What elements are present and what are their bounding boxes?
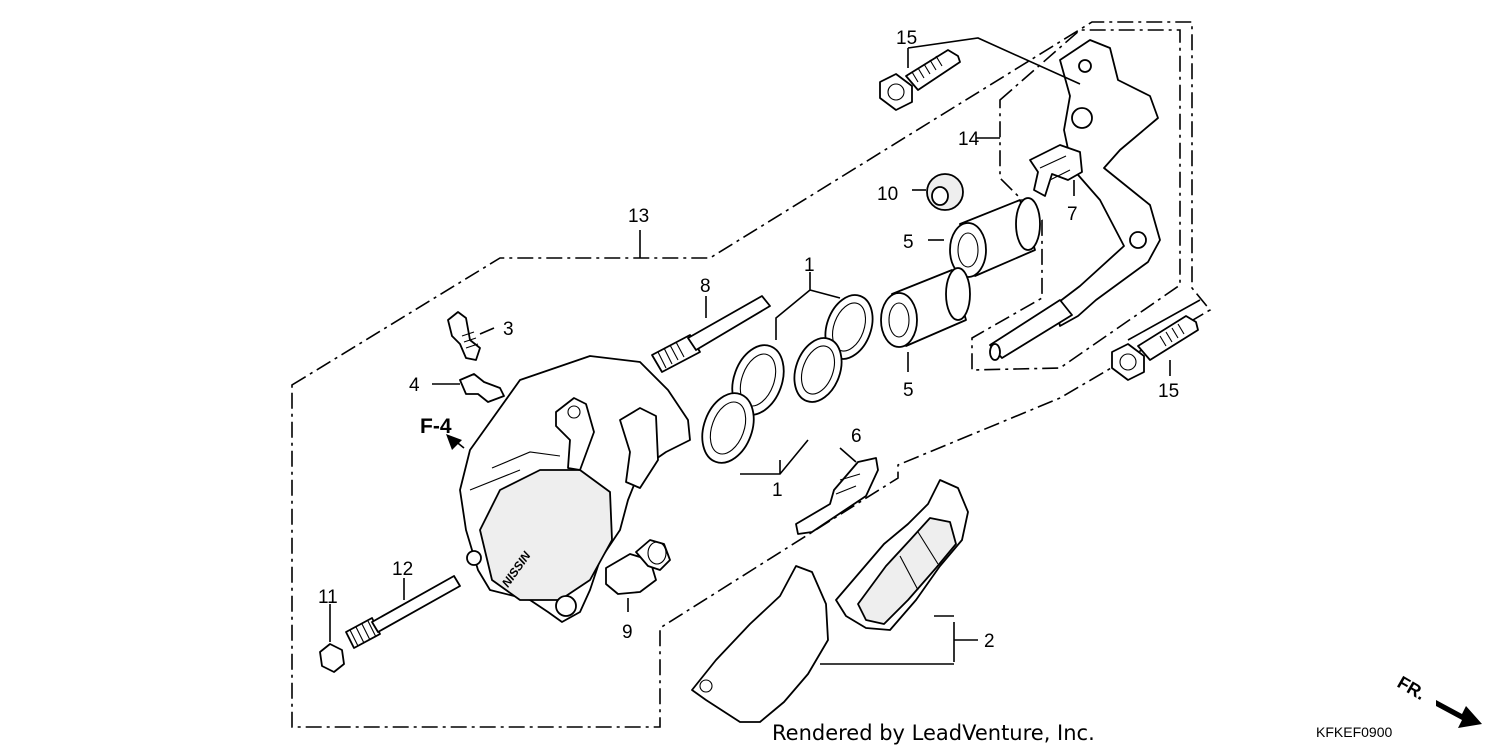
render-credit: Rendered by LeadVenture, Inc. [772, 721, 1095, 745]
bolt-lower [1111, 315, 1199, 381]
callout-7: 7 [1067, 204, 1078, 225]
caliper-bracket [989, 39, 1161, 361]
piston-lower [880, 267, 971, 348]
piston-seals [701, 294, 874, 464]
brake-pad-front [835, 479, 969, 631]
direction-label: FR. [1394, 672, 1429, 704]
callout-14: 14 [958, 129, 980, 150]
bleeder-cap [459, 373, 505, 403]
reference-label-f4: F-4 [420, 415, 452, 438]
pad-spring-clip [1029, 144, 1083, 197]
callout-labels: 1 1 2 3 4 5 5 6 7 8 9 10 11 12 13 14 15 … [318, 28, 1179, 652]
diagram-code: KFKEF0900 [1316, 724, 1392, 740]
footer: Rendered by LeadVenture, Inc. KFKEF0900 … [772, 672, 1482, 745]
callout-1-lower: 1 [772, 480, 783, 501]
front-direction-arrow-icon [1436, 700, 1482, 728]
bolt-upper [879, 49, 961, 111]
pin-boot [605, 539, 671, 595]
callout-13: 13 [628, 206, 649, 227]
callout-8: 8 [700, 276, 711, 297]
rubber-boot-cap [926, 173, 964, 211]
callout-5-lower: 5 [903, 380, 914, 401]
callout-12: 12 [392, 559, 413, 580]
callout-6: 6 [851, 426, 862, 447]
callout-15-upper: 15 [896, 28, 917, 49]
callout-9: 9 [622, 622, 633, 643]
callout-2: 2 [984, 631, 995, 652]
bleeder-screw [447, 311, 481, 361]
callout-15-lower: 15 [1158, 381, 1179, 402]
leader-lines [329, 37, 1201, 665]
callout-5-upper: 5 [903, 232, 914, 253]
caliper-body: NISSIN [459, 355, 691, 623]
callout-10: 10 [877, 184, 898, 205]
callout-4: 4 [409, 375, 420, 396]
ref-arrow-icon [446, 434, 462, 450]
brake-pad-rear [691, 565, 829, 723]
callout-11: 11 [318, 587, 338, 608]
slide-pin-upper [651, 295, 771, 373]
callout-3: 3 [503, 319, 514, 340]
callout-1-upper: 1 [804, 255, 815, 276]
pad-retainer [795, 457, 879, 535]
pin-nut [319, 643, 345, 673]
slide-pin-lower [345, 575, 461, 649]
piston-upper [949, 197, 1041, 278]
